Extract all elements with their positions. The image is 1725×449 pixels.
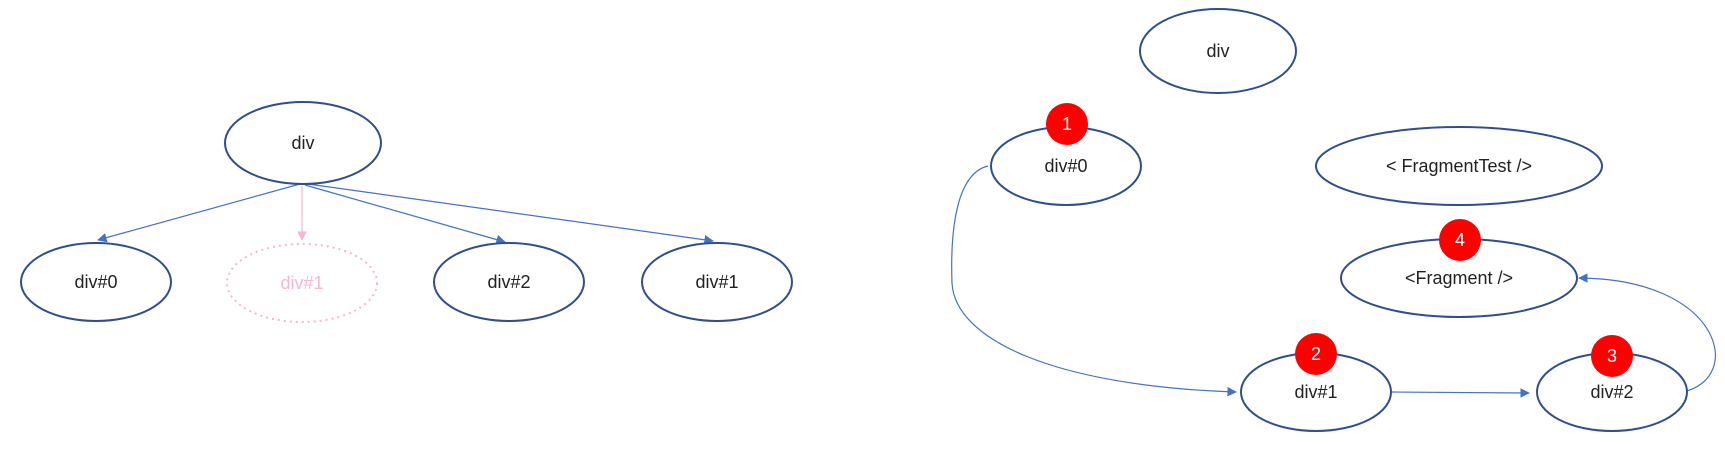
left-node-div2: div#2 <box>433 242 585 322</box>
edge-root-to-div0 <box>97 183 301 243</box>
right-node-label: div#2 <box>1590 382 1633 402</box>
left-root-label: div <box>291 133 314 153</box>
right-node-div2: div#2 <box>1536 352 1688 432</box>
badge-label: 3 <box>1607 346 1617 366</box>
edge-root-to-div1-moved <box>307 183 714 245</box>
edge-div2-to-fragment <box>1578 273 1716 393</box>
order-badge-4: 4 <box>1439 219 1481 261</box>
right-chain: div < FragmentTest /> div#0 <Fragment />… <box>951 8 1716 432</box>
badge-label: 2 <box>1311 344 1321 364</box>
right-node-label: div#0 <box>1044 156 1087 176</box>
left-node-removed-div1: div#1 <box>226 243 378 323</box>
badge-label: 1 <box>1062 114 1072 134</box>
edge-div0-to-div1 <box>951 165 1237 397</box>
left-node-label: div#1 <box>280 273 323 293</box>
left-tree: div div#0 div#1 div#2 div#1 <box>20 101 793 323</box>
order-badge-3: 3 <box>1591 335 1633 377</box>
right-node-label: div#1 <box>1294 382 1337 402</box>
left-node-label: div#1 <box>695 272 738 292</box>
component-label: < FragmentTest /> <box>1386 156 1532 176</box>
right-node-div1: div#1 <box>1240 352 1392 432</box>
order-badge-1: 1 <box>1046 103 1088 145</box>
right-node-label: <Fragment /> <box>1405 268 1513 288</box>
edge-div1-to-div2 <box>1389 388 1530 398</box>
right-root-label: div <box>1206 41 1229 61</box>
left-node-label: div#2 <box>487 272 530 292</box>
left-node-div1-moved: div#1 <box>641 242 793 322</box>
component-node-fragmenttest: < FragmentTest /> <box>1315 126 1603 206</box>
edge-root-to-div2 <box>304 184 506 245</box>
right-node-div0: div#0 <box>990 126 1142 206</box>
badge-label: 4 <box>1455 230 1465 250</box>
left-node-div0: div#0 <box>20 242 172 322</box>
right-root-node: div <box>1139 8 1297 94</box>
left-root-node: div <box>224 101 382 185</box>
left-node-label: div#0 <box>74 272 117 292</box>
order-badge-2: 2 <box>1295 333 1337 375</box>
